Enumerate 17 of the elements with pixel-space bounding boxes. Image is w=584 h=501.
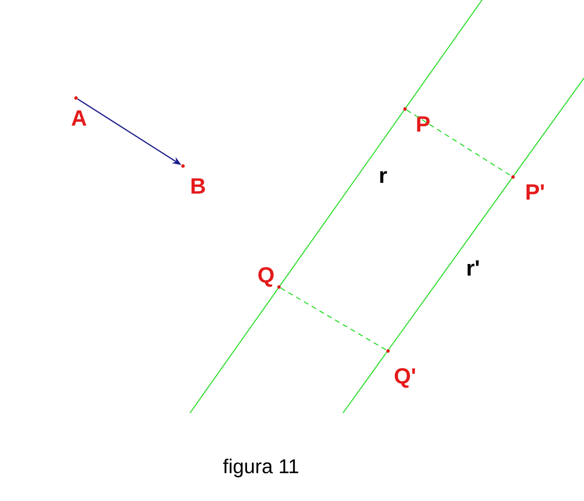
point: P' xyxy=(511,175,544,200)
point: B xyxy=(181,164,205,194)
node-label: P' xyxy=(526,184,544,200)
line-label: r' xyxy=(468,260,479,276)
dashed-line xyxy=(280,287,387,350)
line-label: r xyxy=(380,171,387,183)
caption: figura 11 xyxy=(223,458,298,478)
node-label: B xyxy=(192,178,205,194)
node-label: Q xyxy=(258,267,274,287)
point: Q' xyxy=(386,349,416,388)
point: P xyxy=(403,107,430,132)
point: A xyxy=(72,96,86,126)
node-label: Q' xyxy=(394,368,416,388)
node-label: P xyxy=(417,116,430,132)
point: Q xyxy=(258,267,281,289)
node-label: A xyxy=(72,110,86,126)
dashed-line xyxy=(406,110,512,176)
